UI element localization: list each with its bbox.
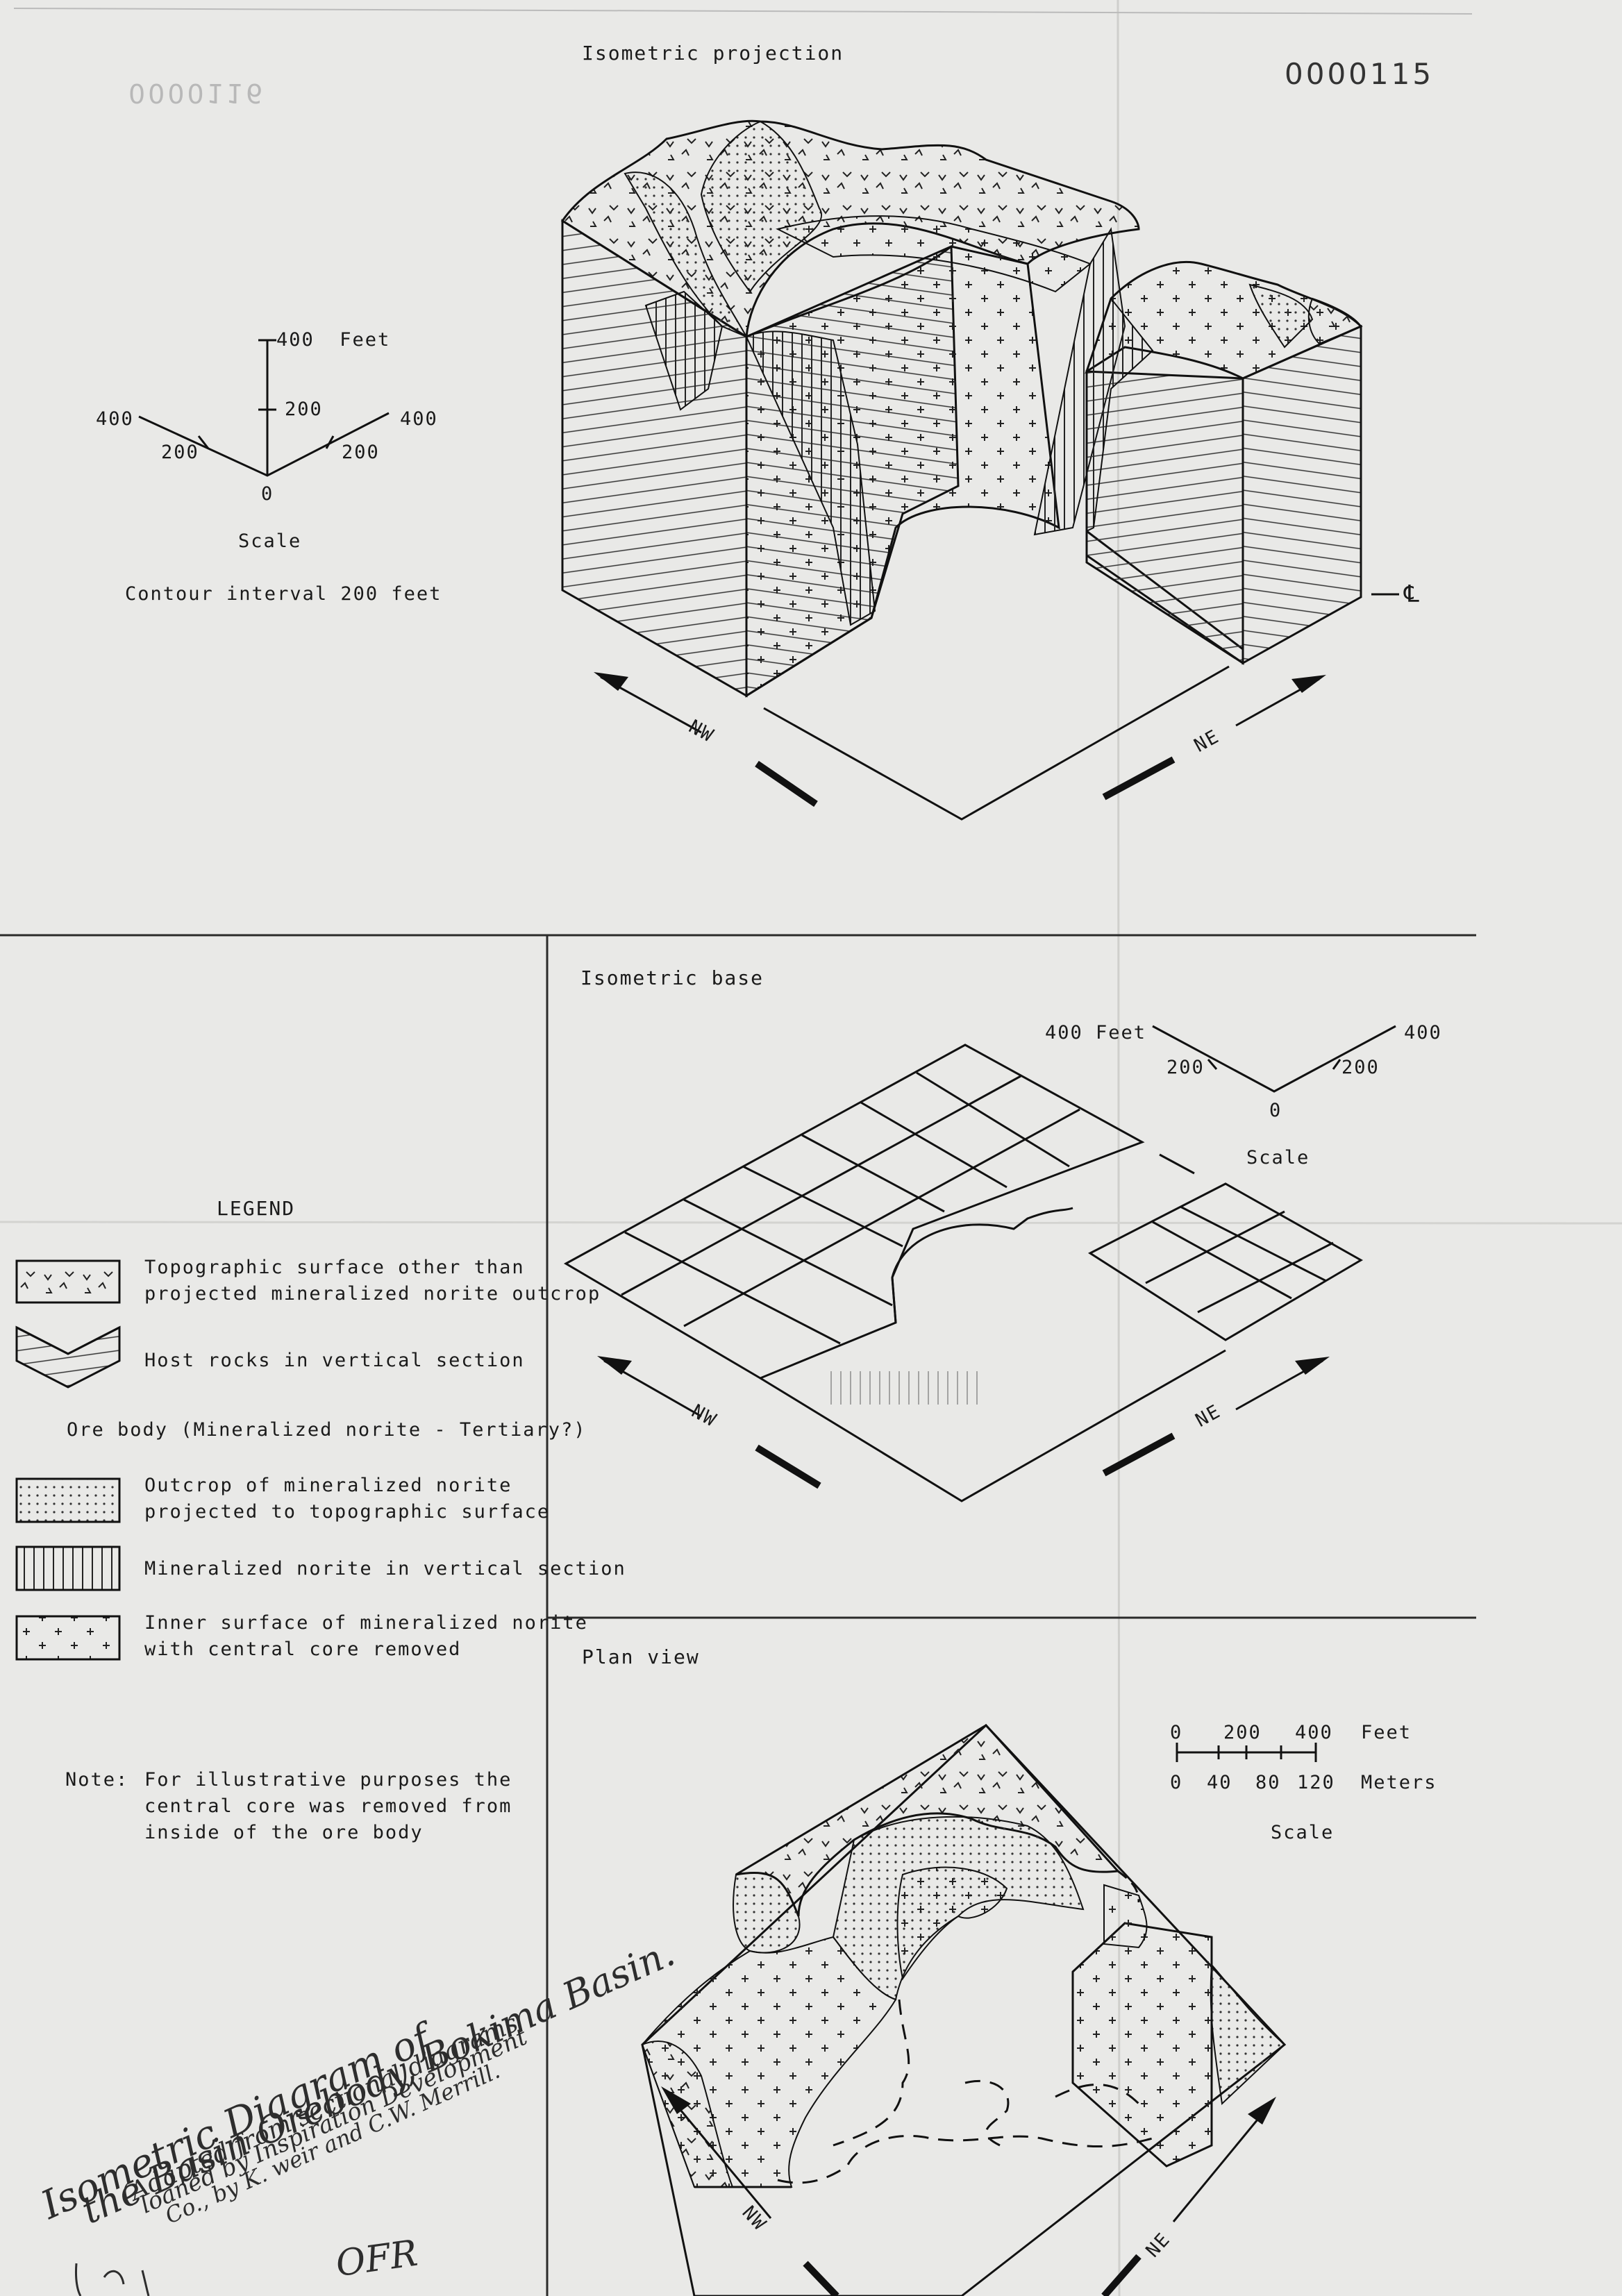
scale-plan-meters-40: 40 [1207,1772,1232,1793]
archive-stamp-number: 0000115 [1285,57,1435,91]
scale-plan [1176,1743,1317,1762]
legend-vertical-section: Mineralized norite in vertical section [144,1558,626,1579]
scale-base-left: 400 Feet [1045,1022,1147,1044]
scale-plan-meters-0: 0 [1170,1772,1183,1793]
scale-plan-feet-0: 0 [1170,1722,1183,1743]
nw-arrow-plan [661,2086,839,2296]
legend-topographic-line2: projected mineralized norite outcrop [144,1283,601,1305]
scale-top-zero: 0 [261,483,274,505]
scale-top-left-200: 200 [161,442,199,463]
scale-plan-feet-unit: Feet [1361,1722,1412,1743]
ne-arrow-base [1102,1357,1330,1477]
contour-interval-note: Contour interval 200 feet [125,583,442,605]
scale-plan-meters-80: 80 [1255,1772,1281,1793]
base-panel-title: Isometric base [580,966,764,989]
legend-orebody-heading: Ore body (Mineralized norite - Tertiary?… [67,1419,587,1441]
scale-top-feet: 400 Feet [276,329,391,351]
plan-panel-title: Plan view [582,1645,700,1668]
scale-top-right-200: 200 [342,442,380,463]
scale-top-mid: 200 [285,399,323,420]
scale-base-right-200: 200 [1341,1057,1380,1078]
handwritten-signature [75,2263,150,2296]
nw-arrow-top [594,672,818,807]
scale-plan-caption: Scale [1271,1822,1335,1843]
scale-plan-meters-120: 120 [1297,1772,1335,1793]
scale-plan-feet-400: 400 [1295,1722,1333,1743]
note-label: Note: [65,1769,129,1791]
legend-outcrop-line1: Outcrop of mineralized norite [144,1475,512,1496]
legend-heading: LEGEND [217,1197,296,1220]
note-line3: inside of the ore body [144,1822,424,1843]
ne-arrow-top [1102,675,1326,801]
isometric-base-grid [563,1044,1364,1502]
scale-top-right-400: 400 [400,408,438,430]
note-line1: For illustrative purposes the [144,1769,512,1791]
isometric-block-diagram [560,119,1399,821]
legend-inner-line1: Inner surface of mineralized norite [144,1612,588,1634]
scale-top-left-400: 400 [96,408,134,430]
legend-outcrop-line2: projected to topographic surface [144,1501,551,1523]
scale-base-left-200: 200 [1167,1057,1205,1078]
centerline-symbol: ℄ [1404,580,1421,608]
scale-base-caption: Scale [1246,1147,1310,1168]
legend-swatches [15,1259,121,1661]
scale-base-zero: 0 [1269,1100,1282,1121]
scale-base-right-400: 400 [1404,1022,1442,1044]
note-line2: central core was removed from [144,1795,512,1817]
scale-top-caption: Scale [238,530,302,552]
top-panel-title: Isometric projection [582,42,844,65]
ghost-stamp-number: 0000116 [128,78,266,108]
ne-arrow-plan [1101,2097,1276,2296]
legend-host-rocks: Host rocks in vertical section [144,1350,525,1371]
legend-inner-line2: with central core removed [144,1639,462,1660]
scale-plan-feet-200: 200 [1223,1722,1262,1743]
scale-plan-meters-unit: Meters [1361,1772,1437,1793]
scale-top [138,339,390,477]
scale-base [1152,1025,1396,1093]
legend-topographic-line1: Topographic surface other than [144,1257,525,1278]
plan-view-map [641,1723,1287,2296]
nw-arrow-base [597,1356,821,1489]
